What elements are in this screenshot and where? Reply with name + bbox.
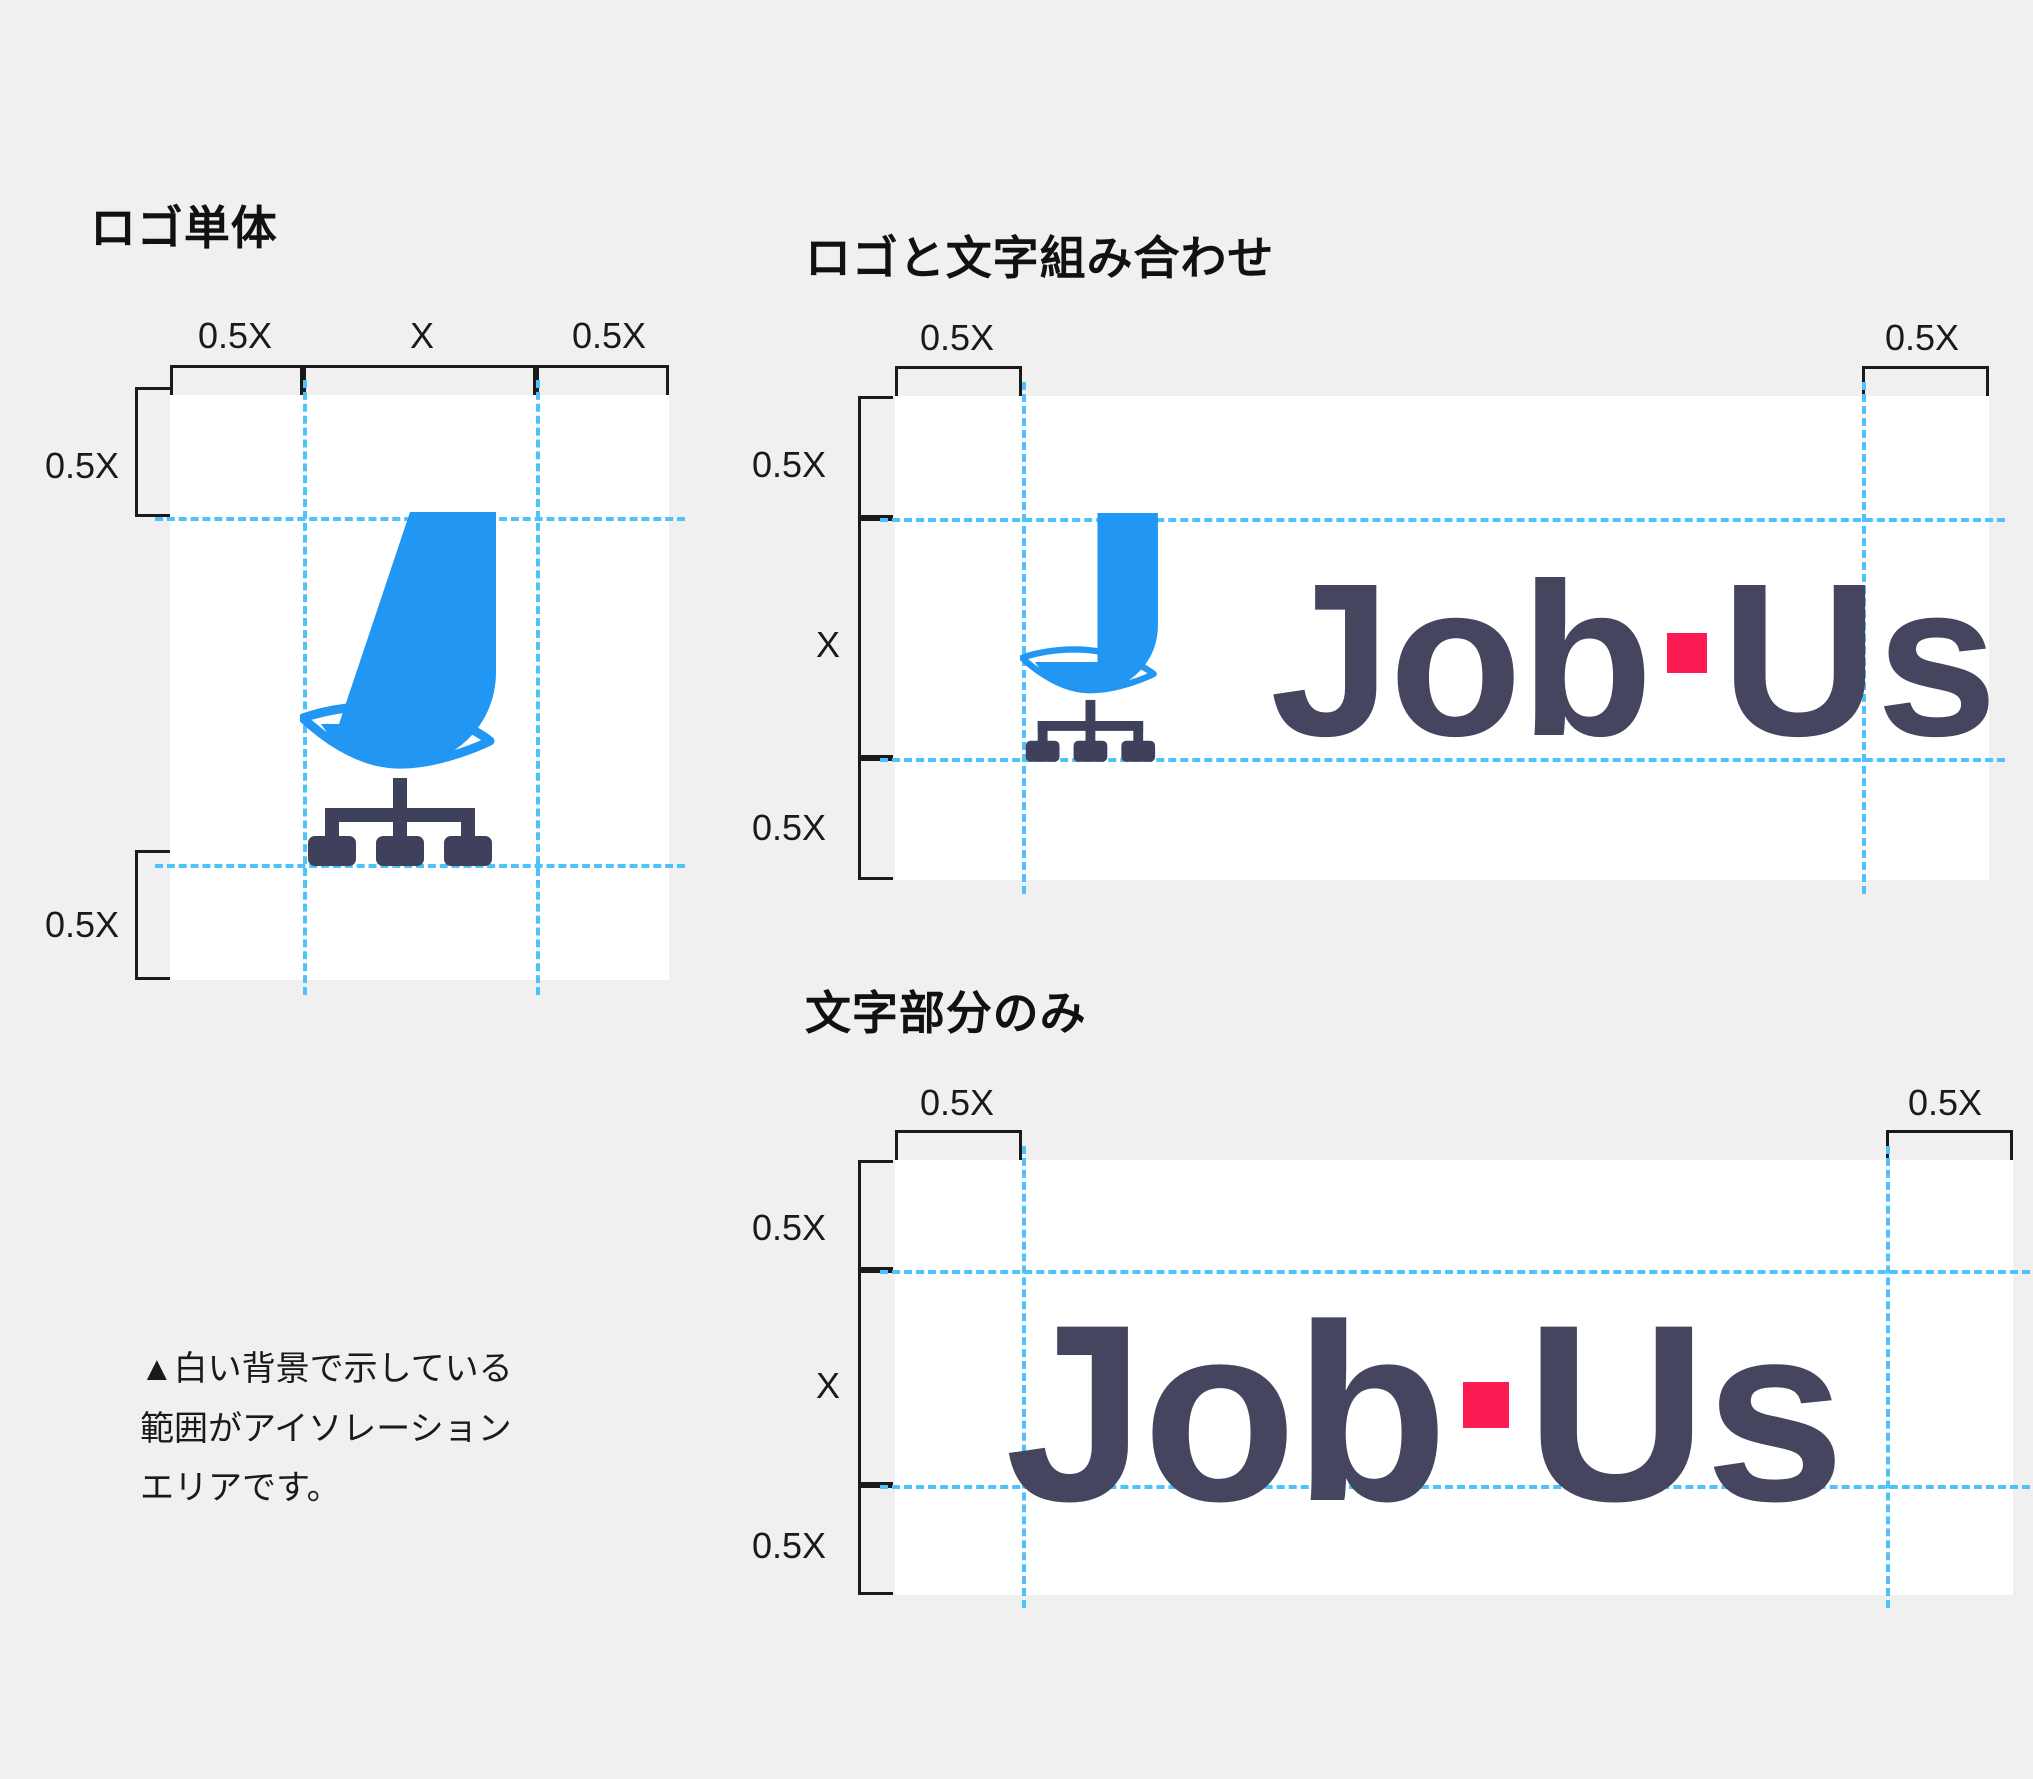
bracket-logo-text-left-middle [858,518,893,758]
bracket-logo-only-left-bottom [135,850,170,980]
isolation-area-text-only [895,1160,2013,1595]
wordmark-text-only-after-dot: Us [1525,1273,1845,1554]
org-chart-node-center [376,836,424,866]
j-lens-accent-small [1020,646,1157,694]
guide-line-logo-only-bottom [155,864,685,868]
bracket-text-only-left-bottom [858,1485,893,1595]
measure-label-logo-text-top-left: 0.5X [920,317,995,358]
measure-label-text-only-left-top: 0.5X [752,1207,827,1248]
org-chart-node-right-small [1121,740,1156,762]
isolation-area-note: ▲白い背景で示している 範囲がアイソレーション エリアです。 [140,1340,660,1519]
guide-line-text-only-right [1886,1146,1890,1608]
guide-line-logo-text-bottom [880,758,2005,762]
org-chart-stem-small [1085,699,1096,727]
org-chart-hierarchy-icon [308,778,492,866]
guide-line-logo-only-right [536,380,540,995]
j-body-shape [321,512,496,766]
measure-label-logo-text-left-bottom: 0.5X [752,807,827,848]
bracket-text-only-top-left [895,1130,1022,1160]
measure-label-text-only-left-bottom: 0.5X [752,1525,827,1566]
org-chart-branch-center-small [1085,721,1096,744]
measure-label-text-only-left-middle: X [816,1365,841,1406]
org-chart-node-left [308,836,356,866]
bracket-text-only-left-middle [858,1270,893,1485]
letter-j-hook-mark-svg [300,512,496,866]
wordmark-dot-separator [1667,633,1708,673]
org-chart-branch-center [393,808,407,840]
org-chart-branch-left [325,808,339,840]
wordmark-text-only-before-dot: Job [1005,1273,1448,1554]
org-chart-node-right [444,836,492,866]
wordmark-text-before-dot: Job [1270,539,1653,782]
section-title-logo-with-text: ロゴと文字組み合わせ [805,232,1275,284]
bracket-text-only-top-right [1886,1130,2013,1160]
org-chart-branch-right [461,808,475,840]
section-title-logo-only: ロゴ単体 [90,202,278,254]
bracket-logo-text-left-bottom [858,758,893,880]
guide-line-logo-text-left [1022,382,1026,894]
letter-j-hook-mark-small [1020,513,1196,766]
measure-label-logo-text-left-top: 0.5X [752,444,827,485]
j-lens-accent [300,701,495,769]
letter-j-hook-mark-small-svg [1020,513,1158,762]
measure-label-logo-only-top-left: 0.5X [198,315,273,356]
bracket-logo-text-left-top [858,396,893,518]
measure-label-logo-only-top-center: X [410,315,435,356]
org-chart-stem [393,778,407,816]
bracket-text-only-left-top [858,1160,893,1270]
letter-j-hook-mark [300,512,550,872]
org-chart-node-left-small [1025,740,1060,762]
isolation-area-logo-with-text [895,396,1989,880]
org-chart-branch-left-small [1037,721,1048,744]
measure-label-logo-only-left-top: 0.5X [45,445,120,486]
bracket-logo-only-left-top [135,387,170,517]
guide-line-logo-only-left [303,380,307,995]
isolation-area-note-line-3: エリアです。 [140,1469,341,1507]
guide-line-text-only-left [1022,1146,1026,1608]
isolation-area-note-line-1: ▲白い背景で示している [140,1350,513,1388]
measure-label-text-only-top-right: 0.5X [1908,1082,1983,1123]
j-body-shape-small [1034,513,1158,692]
section-title-text-only: 文字部分のみ [805,987,1087,1039]
measure-label-logo-text-top-right: 0.5X [1885,317,1960,358]
bracket-logo-only-top-right [536,365,669,395]
wordmark-job-us-combined: Job Us [1270,539,1998,782]
org-chart-node-center-small [1073,740,1108,762]
bracket-logo-only-top-center [303,365,536,395]
guide-line-logo-text-top [880,518,2005,522]
measure-label-logo-only-top-right: 0.5X [572,315,647,356]
measure-label-logo-text-left-middle: X [816,624,841,665]
measure-label-logo-only-left-bottom: 0.5X [45,904,120,945]
measure-label-text-only-top-left: 0.5X [920,1082,995,1123]
guide-line-logo-text-right [1862,382,1866,894]
guide-line-text-only-top [880,1270,2030,1274]
bracket-logo-text-top-left [895,366,1022,396]
wordmark-text-only-dot-separator [1463,1382,1510,1428]
guide-line-text-only-bottom [880,1485,2030,1489]
wordmark-job-us-text-only: Job Us [1005,1273,1845,1554]
bracket-logo-text-top-right [1862,366,1989,396]
bracket-logo-only-top-left [170,365,303,395]
org-chart-branch-right-small [1133,721,1144,744]
wordmark-text-after-dot: Us [1721,539,1998,782]
org-chart-hierarchy-icon-small [1025,699,1156,762]
isolation-area-note-line-2: 範囲がアイソレーション [140,1409,512,1448]
